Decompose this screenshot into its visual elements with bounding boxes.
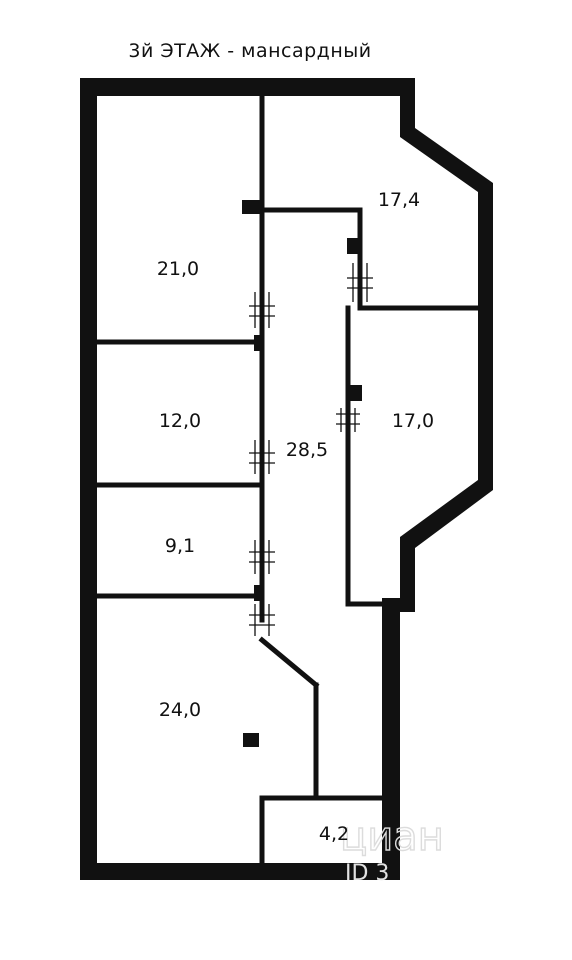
- post-corridor-right: [347, 238, 361, 254]
- post-top-left: [242, 200, 262, 214]
- room-21-0-label: 21,0: [157, 258, 199, 280]
- post-room-24-0: [243, 733, 259, 747]
- room-9-1-label: 9,1: [165, 535, 195, 557]
- wall-posts: [242, 200, 362, 747]
- room-24-0-label: 24,0: [159, 699, 201, 721]
- post-left-12-0: [254, 335, 264, 351]
- room-12-0-label: 12,0: [159, 410, 201, 432]
- room-17-4-label: 17,4: [378, 189, 420, 211]
- outer-wall: [80, 78, 493, 880]
- interior-walls: [94, 93, 481, 866]
- room-28-5-label: 28,5: [286, 439, 328, 461]
- room-4-2-label: 4,2: [319, 823, 349, 845]
- plan-title: 3й ЭТАЖ - мансардный: [128, 40, 372, 62]
- watermark: циан ID 3: [339, 813, 444, 886]
- room-17-0-label: 17,0: [392, 410, 434, 432]
- watermark-id: ID 3: [345, 861, 389, 886]
- post-left-9-1: [254, 585, 264, 601]
- door-markers: [249, 263, 373, 636]
- post-room-17-0: [348, 385, 362, 401]
- watermark-brand: циан: [340, 814, 444, 860]
